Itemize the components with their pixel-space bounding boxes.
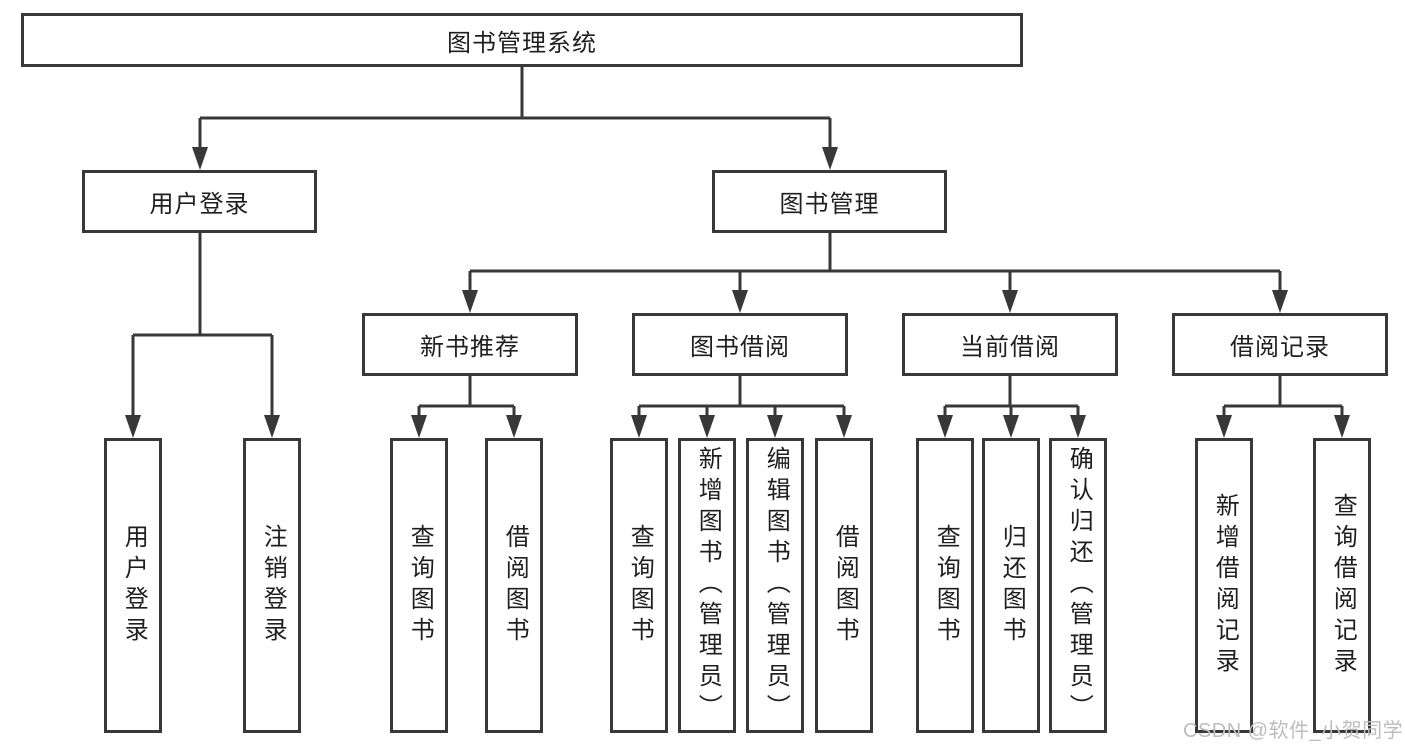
leaf-query-books: 查询图书 (390, 438, 448, 733)
leaf-query-books: 查询图书 (916, 438, 974, 733)
node-label: 借阅图书 (831, 523, 859, 648)
arrow-down-icon (836, 415, 852, 438)
leaf-query-books: 查询图书 (610, 438, 668, 733)
node-label: 用户登录 (120, 523, 148, 648)
leaf-borrow-books: 借阅图书 (815, 438, 873, 733)
arrow-down-icon (1216, 415, 1232, 438)
arrow-down-icon (506, 415, 522, 438)
node-label: 查询图书 (932, 523, 960, 648)
node-label: 新增图书（管理员） (694, 446, 722, 725)
node-label: 图书管理 (779, 191, 880, 218)
node-user-login: 用户登录 (82, 170, 317, 233)
node-label: 查询借阅记录 (1329, 492, 1357, 679)
tree-edges (131, 67, 1344, 420)
node-label: 编辑图书（管理员） (762, 446, 790, 725)
arrow-down-icon (1334, 415, 1350, 438)
csdn-watermark: CSDN @软件_小贺同学 (1183, 720, 1404, 742)
arrow-down-icon (631, 415, 647, 438)
leaf-user-login: 用户登录 (104, 438, 162, 733)
arrow-down-icon (767, 415, 783, 438)
node-label: 新书推荐 (420, 334, 520, 361)
node-label: 图书借阅 (690, 334, 790, 361)
leaf-add-borrow-record: 新增借阅记录 (1195, 438, 1253, 733)
arrow-down-icon (822, 147, 838, 170)
arrow-down-icon (411, 415, 427, 438)
arrow-down-icon (1070, 415, 1086, 438)
node-label: 当前借阅 (960, 334, 1060, 361)
arrowhead-icons (125, 147, 1350, 438)
node-book-management: 图书管理 (712, 170, 947, 233)
arrow-down-icon (1003, 415, 1019, 438)
arrow-down-icon (699, 415, 715, 438)
leaf-edit-books-admin: 编辑图书（管理员） (746, 438, 804, 733)
node-library-management-system: 图书管理系统 (21, 13, 1023, 67)
node-label: 图书管理系统 (447, 29, 597, 57)
arrow-down-icon (192, 147, 208, 170)
node-book-borrowing: 图书借阅 (632, 313, 848, 376)
node-label: 借阅图书 (501, 523, 529, 648)
node-label: 新增借阅记录 (1211, 492, 1239, 679)
arrow-down-icon (732, 290, 748, 313)
node-label: 借阅记录 (1230, 334, 1330, 361)
node-label: 注销登录 (259, 523, 287, 648)
node-label: 查询图书 (406, 523, 434, 648)
node-label: 查询图书 (626, 523, 654, 648)
node-current-borrowing: 当前借阅 (902, 313, 1118, 376)
arrow-down-icon (1002, 290, 1018, 313)
leaf-return-books: 归还图书 (982, 438, 1040, 733)
leaf-borrow-books: 借阅图书 (485, 438, 543, 733)
arrow-down-icon (264, 415, 280, 438)
node-new-book-recommend: 新书推荐 (362, 313, 578, 376)
leaf-logout: 注销登录 (243, 438, 301, 733)
leaf-query-borrow-record: 查询借阅记录 (1313, 438, 1371, 733)
node-label: 确认归还（管理员） (1065, 446, 1093, 725)
leaf-add-books-admin: 新增图书（管理员） (678, 438, 736, 733)
arrow-down-icon (462, 290, 478, 313)
arrow-down-icon (937, 415, 953, 438)
arrow-down-icon (125, 415, 141, 438)
node-label: 用户登录 (149, 191, 250, 218)
node-borrowing-records: 借阅记录 (1172, 313, 1388, 376)
node-label: 归还图书 (998, 523, 1026, 648)
arrow-down-icon (1272, 290, 1288, 313)
leaf-confirm-return-admin: 确认归还（管理员） (1049, 438, 1107, 733)
